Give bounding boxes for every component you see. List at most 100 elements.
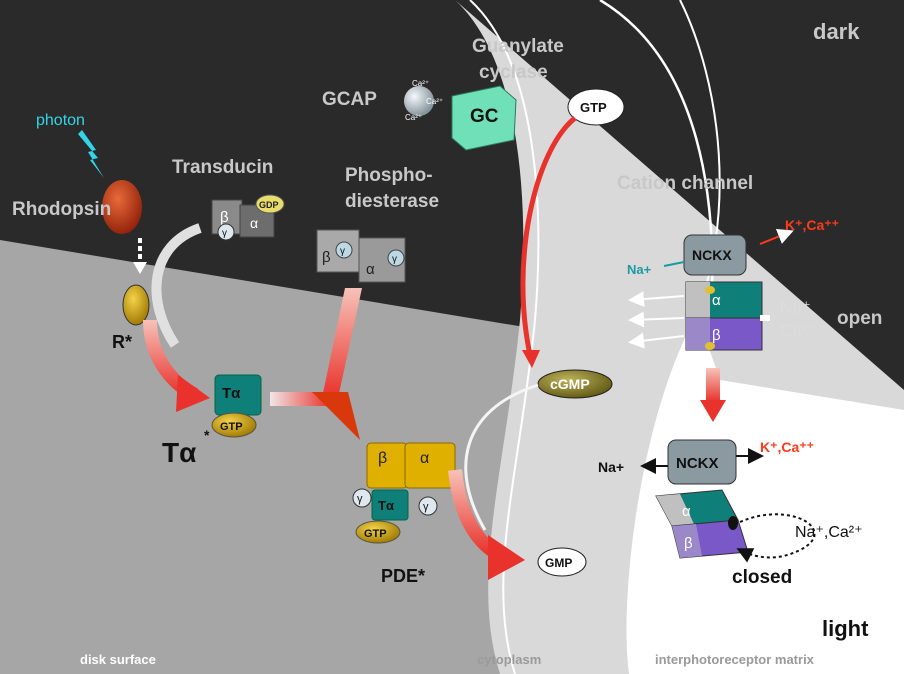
transducin-gamma [217, 223, 235, 241]
channel-closed-beta-symbol: β [684, 535, 693, 552]
nckx-closed-label: NCKX [676, 455, 719, 472]
nckx-closed [667, 439, 737, 485]
gdp-molecule [255, 194, 285, 214]
pde-gtp-label: GTP [364, 528, 387, 540]
open-state-label: open [837, 308, 882, 329]
light-state-label: light [822, 616, 869, 641]
dark-state-label: dark [813, 19, 860, 44]
photon-label: photon [36, 112, 85, 129]
pde-gamma-2 [387, 249, 405, 267]
na-open-ion: Na⁺ [780, 298, 811, 317]
phospho-label-1: Phospho- [345, 165, 433, 186]
gtp-molecule [211, 412, 257, 438]
k-ca-open-label: K⁺,Ca⁺⁺ [785, 217, 839, 233]
pde-gamma-2-symbol: γ [392, 254, 397, 265]
transducin-alpha-symbol: α [250, 215, 258, 231]
gcap-label: GCAP [322, 89, 377, 110]
gcap-ca-1: Ca²⁺ [412, 79, 429, 88]
rhodopsin-label: Rhodopsin [12, 199, 111, 220]
rhodopsin-arrow-head [133, 262, 147, 274]
gtp-to-cgmp-arrow [520, 116, 577, 356]
channel-closed: NCKX α β [655, 439, 749, 559]
k-ca-closed-label: K⁺,Ca⁺⁺ [760, 439, 814, 455]
gmp-molecule [537, 547, 587, 577]
open-to-closed-arrowhead [700, 400, 726, 422]
channel-open-influx-3 [628, 332, 685, 349]
channel-open: NCKX α β [628, 234, 770, 351]
pde-active-gamma-2-symbol: γ [423, 501, 429, 513]
phospho-label-2: diesterase [345, 191, 439, 212]
channel-closed-gate [728, 516, 738, 530]
pde-activation-arrow [322, 288, 362, 398]
nckx-open [683, 234, 747, 276]
t-alpha-block-label: Tα [222, 385, 241, 402]
pde-talpha-block [371, 489, 409, 521]
pde-gtp-molecule [355, 520, 401, 544]
gcap-ca-2: Ca²⁺ [426, 97, 443, 106]
pde-gamma-1 [335, 241, 353, 259]
r-star-to-talpha-arrowhead [176, 375, 210, 412]
pde-inactive: β α γ γ [316, 229, 406, 283]
interphotoreceptor-matrix-label: interphotoreceptor matrix [655, 652, 815, 667]
open-to-closed-arrow [706, 368, 720, 402]
t-alpha-gtp: Tα GTP [211, 374, 262, 438]
pde-active-gamma-1-symbol: γ [357, 493, 363, 505]
blocked-ion-flow [736, 513, 816, 563]
membrane-line-3 [599, 0, 714, 331]
na-influx-open [663, 261, 685, 267]
gtp-gc-molecule [567, 88, 625, 126]
transducin-label: Transducin [172, 157, 273, 178]
channel-open-dot-1 [705, 286, 715, 294]
photon-bolt-icon [78, 130, 104, 178]
talpha-to-pde-arrow [270, 392, 330, 406]
gmp-label: GMP [545, 556, 572, 570]
channel-closed-alpha-symbol: α [682, 503, 691, 520]
na-ca-closed-label: Na⁺,Ca²⁺ [795, 524, 863, 541]
nckx-open-label: NCKX [692, 247, 732, 263]
gtp-to-cgmp-arrowhead [522, 350, 540, 368]
channel-open-beta-symbol: β [712, 327, 721, 344]
r-star-label: R* [112, 332, 132, 352]
t-alpha-star-mark: * [204, 427, 210, 443]
closed-state-label: closed [732, 567, 792, 588]
transducin-complex: β α γ GDP [211, 194, 285, 241]
gtp-gc-label: GTP [580, 100, 607, 115]
gc-label: GC [470, 106, 499, 127]
rhodopsin-molecule [102, 180, 142, 234]
transducin-gamma-symbol: γ [222, 228, 227, 239]
pde-active: β α Tα γ γ GTP [352, 442, 456, 544]
activated-rhodopsin [122, 284, 150, 326]
pde-active-alpha-symbol: α [420, 450, 429, 467]
transducin-activation-arrow [151, 223, 202, 348]
pde-active-gamma-1 [352, 488, 372, 508]
pde-alpha-symbol: α [366, 261, 375, 278]
gdp-label: GDP [259, 200, 279, 210]
na-open-label: Na+ [627, 262, 652, 277]
gcap-ca-3: Ca²⁺ [405, 113, 422, 122]
channel-open-alpha-symbol: α [712, 292, 721, 309]
disk-surface-label: disk surface [80, 652, 156, 667]
channel-closed-alpha-grey [656, 494, 694, 526]
na-closed-label: Na+ [598, 459, 624, 475]
matrix-region [627, 328, 904, 674]
channel-open-influx-2 [628, 311, 685, 328]
guanylate-label-1: Guanylate [472, 36, 564, 57]
pde-active-beta-symbol: β [378, 450, 387, 467]
pde-to-gmp-arrowhead [488, 535, 525, 580]
channel-open-dot-2 [705, 342, 715, 350]
pde-activation-arrowhead [312, 392, 360, 440]
pde-talpha-label: Tα [378, 498, 394, 513]
pde-gamma-1-symbol: γ [340, 246, 345, 257]
cgmp-hydrolysis-arrow [464, 383, 539, 531]
cation-channel-label: Cation channel [617, 173, 753, 194]
gc-block [451, 85, 517, 151]
k-ca-efflux-open [759, 229, 794, 245]
pde-active-alpha [404, 442, 456, 489]
membrane-line-1 [469, 0, 540, 674]
cgmp-label: cGMP [550, 376, 590, 392]
gtp-t-alpha-label: GTP [220, 421, 243, 433]
ca-open-ion: Ca²⁺ [780, 321, 816, 340]
transducin-beta-symbol: β [220, 209, 229, 226]
t-alpha-star-label: Tα [162, 437, 196, 468]
